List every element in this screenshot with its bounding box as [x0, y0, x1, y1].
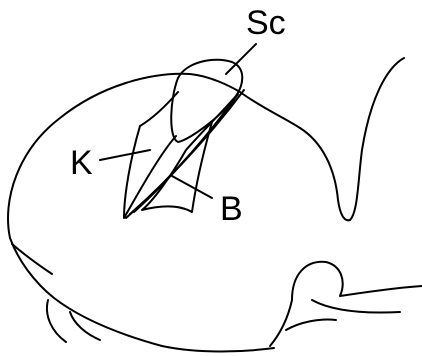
left-lobe	[47, 300, 66, 342]
right-lobe-fold	[312, 300, 400, 313]
lower-edge	[10, 238, 274, 352]
label-b: B	[220, 190, 243, 228]
label-k: K	[70, 144, 93, 182]
right-lobe	[292, 262, 422, 300]
right-lobe-lower	[270, 300, 292, 346]
b-leader	[172, 176, 212, 198]
lower-edge-inner	[12, 244, 52, 274]
k-membrane	[124, 92, 178, 218]
spine-strip-third	[134, 100, 234, 212]
label-sc: Sc	[246, 4, 286, 42]
left-lobe-inner	[70, 312, 100, 340]
right-lobe-crease	[286, 319, 336, 330]
k-leader	[100, 150, 150, 160]
